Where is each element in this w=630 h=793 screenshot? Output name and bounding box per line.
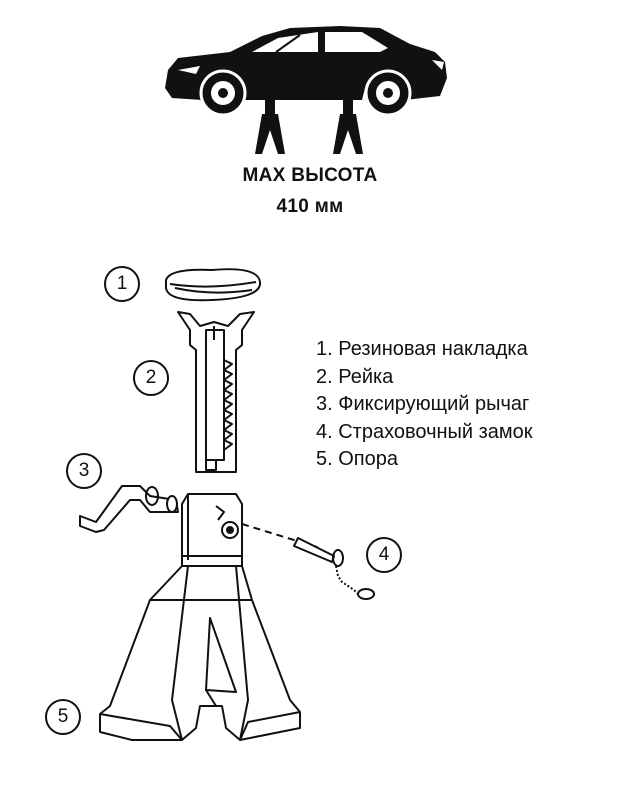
safety-pin: [293, 537, 375, 600]
callout-1: 1: [104, 266, 140, 302]
callout-3: 3: [66, 453, 102, 489]
max-height-value: 410 мм: [276, 196, 344, 217]
callout-4: 4: [366, 537, 402, 573]
parts-legend: 1. Резиновая накладка 2. Рейка 3. Фиксир…: [316, 336, 533, 474]
small-stand-right: [333, 100, 363, 154]
rubber-pad: [165, 268, 262, 302]
car-silhouette: [165, 26, 447, 117]
pin-guide-dashes: [241, 523, 321, 549]
legend-item-safety-lock: 4. Страховочный замок: [316, 420, 533, 443]
legend-item-base: 5. Опора: [316, 448, 398, 470]
legend-item-locking-lever: 3. Фиксирующий рычаг: [316, 393, 530, 415]
locking-lever: [79, 485, 179, 533]
rack-post: [177, 311, 255, 473]
stand-base: [99, 565, 301, 741]
small-stand-left: [255, 100, 285, 154]
max-height-label: MAX ВЫСОТА: [242, 165, 378, 186]
saddle-block: [181, 493, 243, 567]
legend-item-rack: 2. Рейка: [316, 365, 394, 388]
callout-2: 2: [133, 360, 169, 396]
callout-5: 5: [45, 699, 81, 735]
legend-item-rubber-pad: 1. Резиновая накладка: [316, 338, 528, 360]
